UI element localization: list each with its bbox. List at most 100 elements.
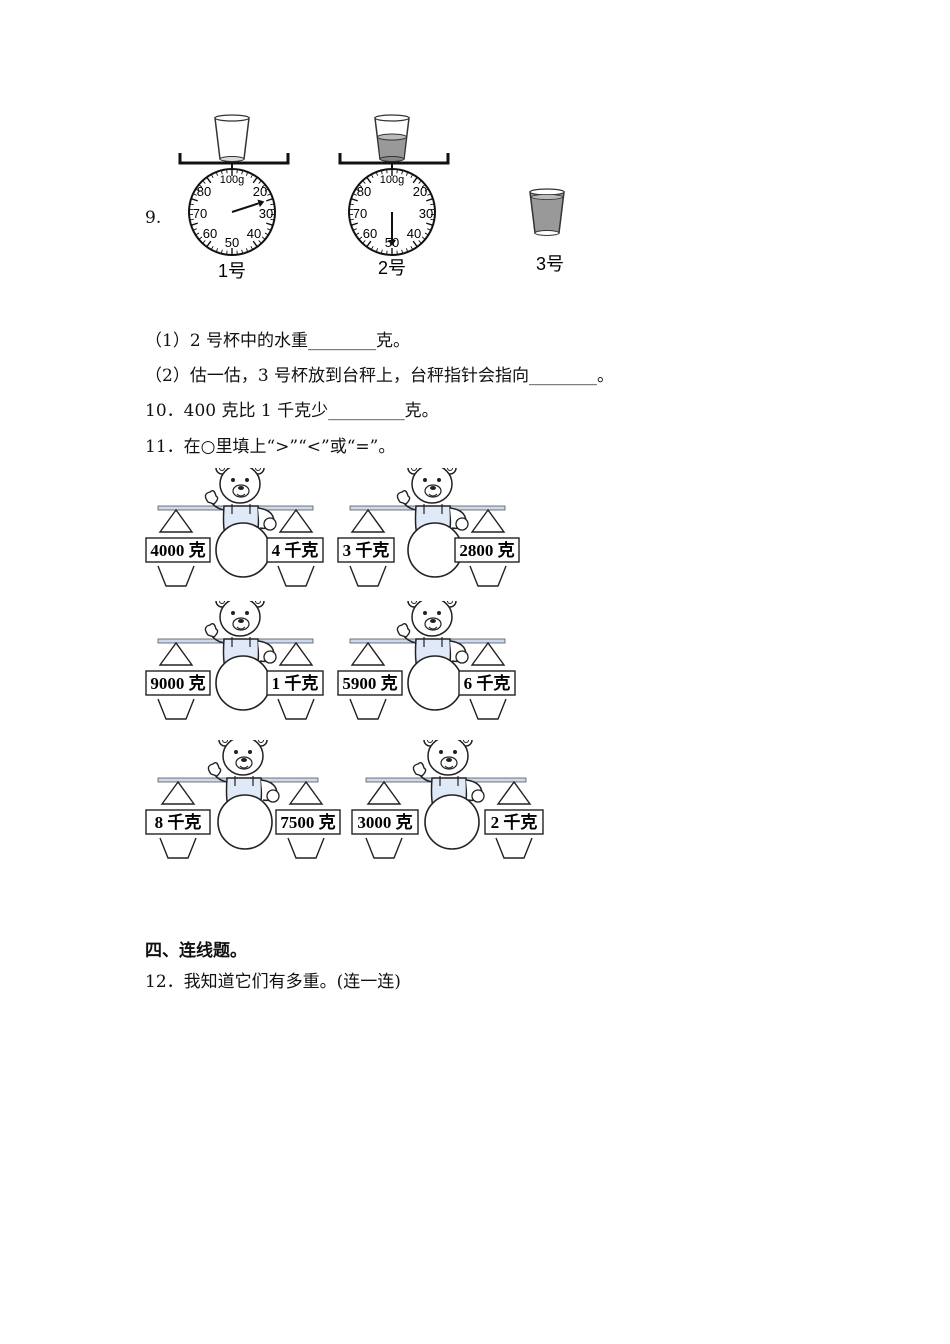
dial-tick <box>192 228 197 231</box>
dial-tick <box>380 170 383 175</box>
dial-1-num-40: 40 <box>247 226 261 241</box>
dial-tick <box>241 170 244 175</box>
q11-text: 11．在○里填上“>”“<”或“=”。 <box>145 437 396 457</box>
dial-tick <box>245 248 249 253</box>
compare-circle-6[interactable] <box>424 794 480 850</box>
dial-tick <box>220 249 223 254</box>
dial-tick <box>396 250 398 255</box>
dial-tick <box>250 174 254 179</box>
dial-2-num-80: 80 <box>357 184 371 199</box>
dial-2-pointer <box>388 212 396 246</box>
weight-left-3: 9000 克 <box>150 673 205 693</box>
dial-tick <box>410 245 414 250</box>
cup-3-label: 3号 <box>536 254 564 274</box>
dial-tick <box>261 184 266 188</box>
weight-left-6: 3000 克 <box>357 812 412 832</box>
dial-tick <box>421 184 426 188</box>
dial-tick <box>424 188 429 192</box>
weight-left-4: 5900 克 <box>342 673 397 693</box>
dial-2-num-70: 70 <box>353 206 367 221</box>
dial-tick <box>195 232 200 236</box>
dial-2-unit: 100g <box>380 174 404 186</box>
balance-1: 4000 克 4 千克 <box>145 468 324 587</box>
scale-2: 100g 20 30 40 50 60 70 80 <box>338 114 450 256</box>
dial-tick <box>426 222 434 226</box>
dial-tick <box>264 232 269 236</box>
balance-2: 3 千克 2800 克 <box>337 468 520 587</box>
dial-tick <box>418 180 422 184</box>
dial-tick <box>362 240 366 244</box>
scale-1: 100g 20 30 40 50 60 70 80 <box>178 114 290 256</box>
dial-tick <box>386 169 388 174</box>
dial-tick <box>355 232 360 236</box>
dial-tick <box>226 250 228 255</box>
dial-tick <box>252 240 258 248</box>
dial-tick <box>267 193 272 196</box>
dial-tick <box>349 203 354 206</box>
balance-3: 9000 克 1 千克 <box>145 601 324 720</box>
weight-left-5: 8 千克 <box>155 812 202 832</box>
dial-tick <box>355 188 360 192</box>
dial-tick <box>412 240 418 248</box>
dial-tick <box>401 249 404 254</box>
dial-tick <box>190 222 198 226</box>
compare-circle-4[interactable] <box>407 655 463 711</box>
dial-tick <box>220 170 223 175</box>
balance-row-1: 4000 克 4 千克 3 千克 2800 克 <box>145 468 520 587</box>
weight-left-1: 4000 克 <box>150 540 205 560</box>
dial-tick <box>189 203 194 206</box>
dial-1-pointer <box>231 199 265 213</box>
dial-tick <box>430 218 435 221</box>
dial-tick <box>261 236 266 240</box>
dial-tick <box>418 240 422 244</box>
dial-tick <box>241 249 244 254</box>
cup-1-label: 1号 <box>218 261 246 281</box>
dial-tick <box>380 249 383 254</box>
dial-1-num-30: 30 <box>259 206 273 221</box>
dial-tick <box>366 240 372 248</box>
dial-tick <box>405 248 409 253</box>
dial-tick <box>202 180 206 184</box>
cup-1-empty <box>214 114 250 162</box>
compare-circle-5[interactable] <box>217 794 273 850</box>
dial-tick <box>266 222 274 226</box>
dial-tick <box>358 236 363 240</box>
dial-tick <box>198 184 203 188</box>
dial-tick <box>352 193 357 196</box>
q9-figure: 100g 20 30 40 50 60 70 80 100g 20 30 40 … <box>178 114 565 281</box>
section-4-heading: 四、连线题。 <box>145 941 247 961</box>
balance-5: 8 千克 7500 克 <box>145 740 341 859</box>
dial-tick <box>198 236 203 240</box>
dial-tick <box>190 198 198 202</box>
dial-tick <box>258 180 262 184</box>
dial-tick <box>236 169 238 174</box>
dial-tick <box>375 248 379 253</box>
dial-tick <box>210 174 214 179</box>
q9-sub1: （1）2 号杯中的水重________克。 <box>145 331 411 351</box>
q12-text: 12．我知道它们有多重。(连一连) <box>145 972 401 992</box>
dial-tick <box>350 198 358 202</box>
dial-tick <box>252 176 258 184</box>
q9-sub2: （2）估一估，3 号杯放到台秤上，台秤指针会指向________。 <box>145 366 615 386</box>
dial-tick <box>401 170 404 175</box>
dial-tick <box>362 180 366 184</box>
weight-right-2: 2800 克 <box>459 540 514 560</box>
compare-circle-2[interactable] <box>407 522 463 578</box>
balance-4: 5900 克 6 千克 <box>337 601 516 720</box>
weight-right-5: 7500 克 <box>280 812 335 832</box>
compare-circle-3[interactable] <box>215 655 271 711</box>
dial-tick <box>192 193 197 196</box>
dial-tick <box>206 240 212 248</box>
dial-1-num-50: 50 <box>225 235 239 250</box>
dial-tick <box>412 176 418 184</box>
compare-circle-1[interactable] <box>215 522 271 578</box>
dial-1-num-70: 70 <box>193 206 207 221</box>
dial-tick <box>210 245 214 250</box>
dial-tick <box>270 203 275 206</box>
dial-tick <box>349 218 354 221</box>
dial-tick <box>375 171 379 176</box>
dial-tick <box>258 240 262 244</box>
dial-tick <box>264 188 269 192</box>
dial-tick <box>370 174 374 179</box>
dial-tick <box>226 169 228 174</box>
